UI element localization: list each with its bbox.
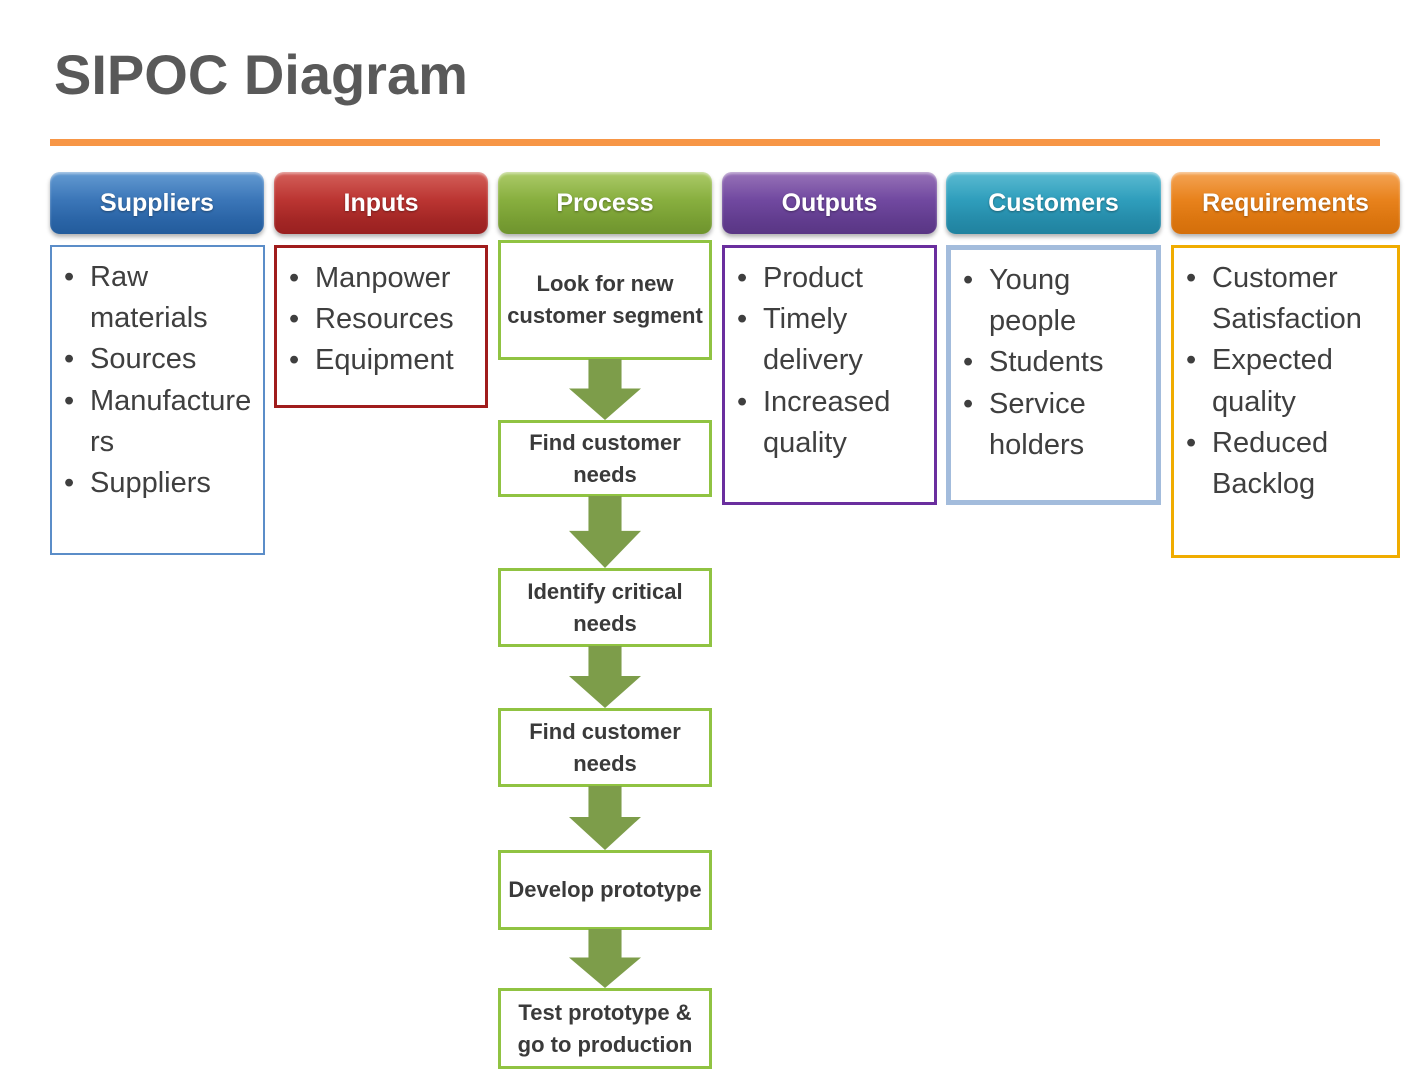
page-title: SIPOC Diagram bbox=[54, 43, 468, 106]
list-item: Customer Satisfaction bbox=[1184, 258, 1391, 340]
process-step: Find customer needs bbox=[498, 708, 712, 787]
list-item: Suppliers bbox=[62, 463, 257, 504]
list-item: Sources bbox=[62, 339, 257, 380]
process-flow: Look for new customer segment Find custo… bbox=[498, 240, 712, 1070]
process-step: Find customer needs bbox=[498, 420, 712, 497]
process-step: Identify critical needs bbox=[498, 568, 712, 647]
process-step: Look for new customer segment bbox=[498, 240, 712, 360]
requirements-list: Customer Satisfaction Expected quality R… bbox=[1171, 245, 1400, 558]
list-item: Resources bbox=[287, 299, 479, 340]
customers-list: Young people Students Service holders bbox=[946, 245, 1161, 505]
down-arrow-icon bbox=[569, 929, 641, 988]
inputs-list: Manpower Resources Equipment bbox=[274, 245, 488, 408]
column-header-suppliers: Suppliers bbox=[50, 172, 264, 234]
suppliers-list: Raw materials Sources Manufacturers Supp… bbox=[50, 245, 265, 555]
outputs-list: Product Timely delivery Increased qualit… bbox=[722, 245, 937, 505]
down-arrow-icon bbox=[569, 786, 641, 850]
list-item: Young people bbox=[961, 260, 1150, 342]
column-header-inputs: Inputs bbox=[274, 172, 488, 234]
list-item: Equipment bbox=[287, 340, 479, 381]
process-step: Develop prototype bbox=[498, 850, 712, 930]
column-header-customers: Customers bbox=[946, 172, 1161, 234]
column-header-process: Process bbox=[498, 172, 712, 234]
title-underline bbox=[50, 139, 1380, 146]
down-arrow-icon bbox=[569, 359, 641, 420]
list-item: Students bbox=[961, 342, 1150, 383]
list-item: Expected quality bbox=[1184, 340, 1391, 422]
list-item: Reduced Backlog bbox=[1184, 423, 1391, 505]
process-step: Test prototype & go to production bbox=[498, 988, 712, 1069]
column-header-outputs: Outputs bbox=[722, 172, 937, 234]
list-item: Raw materials bbox=[62, 257, 257, 339]
down-arrow-icon bbox=[569, 646, 641, 708]
down-arrow-icon bbox=[569, 496, 641, 568]
list-item: Product bbox=[735, 258, 928, 299]
list-item: Manufacturers bbox=[62, 381, 257, 463]
list-item: Service holders bbox=[961, 384, 1150, 466]
list-item: Increased quality bbox=[735, 382, 928, 464]
list-item: Timely delivery bbox=[735, 299, 928, 381]
column-header-requirements: Requirements bbox=[1171, 172, 1400, 234]
list-item: Manpower bbox=[287, 258, 479, 299]
